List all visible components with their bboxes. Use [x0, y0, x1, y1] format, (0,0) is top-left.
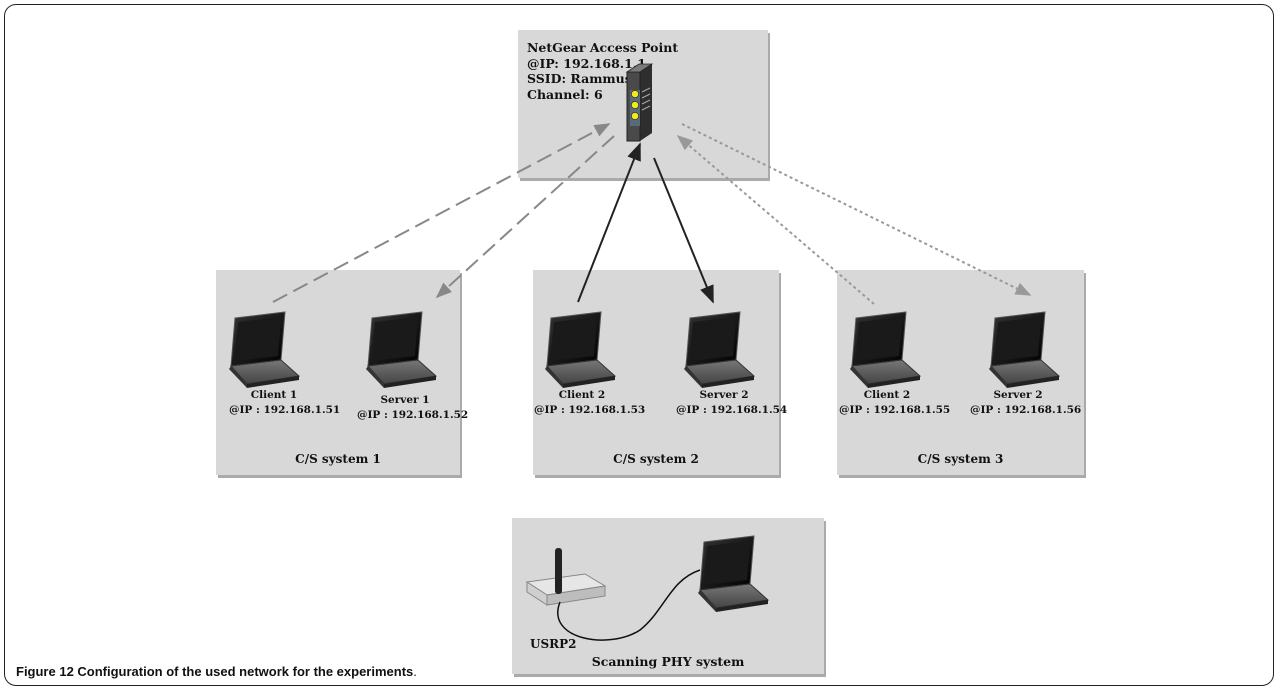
usrp2-device-icon — [525, 548, 607, 606]
client-2-ip: @IP : 192.168.1.53 — [534, 404, 646, 416]
figure-number: Figure 12 — [16, 664, 74, 679]
access-point-ip: @IP: 192.168.1.1 — [527, 55, 646, 71]
access-point-ssid: SSID: Rammus01 — [527, 71, 650, 86]
figure-caption-end: . — [413, 664, 417, 679]
server-3-laptop-icon — [988, 311, 1060, 389]
server-2-label: Server 2 @IP : 192.168.1.54 — [676, 388, 788, 418]
link-client-2 — [577, 142, 641, 303]
server-3-name: Server 2 — [993, 389, 1043, 401]
cs-system-3-label: C/S system 3 — [917, 452, 1004, 466]
figure-caption: Figure 12 Configuration of the used netw… — [16, 664, 417, 679]
server-1-label: Server 1 @IP : 192.168.1.52 — [357, 393, 469, 423]
server-2-name: Server 2 — [699, 389, 749, 401]
client-3-label: Client 2 @IP : 192.168.1.55 — [839, 388, 951, 418]
figure-caption-text: Configuration of the used network for th… — [73, 664, 414, 679]
server-1-laptop-icon — [365, 311, 437, 389]
client-1-ip: @IP : 192.168.1.51 — [229, 404, 341, 416]
server-2-ip: @IP : 192.168.1.54 — [676, 404, 788, 416]
link-server-1 — [435, 135, 615, 299]
client-1-name: Client 1 — [250, 389, 298, 401]
cs-system-2-label: C/S system 2 — [613, 452, 699, 466]
access-point-channel: Channel: 6 — [527, 86, 603, 102]
client-3-ip: @IP : 192.168.1.55 — [839, 404, 951, 416]
server-2-laptop-icon — [683, 311, 755, 389]
server-1-ip: @IP : 192.168.1.52 — [357, 409, 469, 421]
cs-system-1-label: C/S system 1 — [295, 452, 381, 466]
client-2-name: Client 2 — [558, 389, 606, 401]
client-2-label: Client 2 @IP : 192.168.1.53 — [534, 388, 646, 418]
link-server-2 — [653, 157, 714, 304]
server-1-name: Server 1 — [380, 394, 430, 406]
client-1-laptop-icon — [228, 311, 300, 389]
scanner-laptop-icon — [697, 535, 769, 613]
client-3-name: Client 2 — [863, 389, 911, 401]
client-1-label: Client 1 @IP : 192.168.1.51 — [229, 388, 341, 418]
scanning-phy-label: Scanning PHY system — [591, 654, 745, 669]
router-icon — [625, 63, 654, 142]
client-3-laptop-icon — [849, 311, 921, 389]
usrp2-cable — [557, 569, 701, 641]
link-client-3 — [676, 134, 875, 305]
server-3-ip: @IP : 192.168.1.56 — [970, 404, 1082, 416]
link-client-1 — [272, 123, 611, 303]
access-point-name: NetGear Access Point — [527, 40, 679, 55]
usrp2-label: USRP2 — [530, 637, 577, 651]
access-point-info: NetGear Access Point @IP: 192.168.1.1 SS… — [527, 40, 678, 102]
client-2-laptop-icon — [544, 311, 616, 389]
link-server-3 — [681, 123, 1032, 296]
server-3-label: Server 2 @IP : 192.168.1.56 — [970, 388, 1082, 418]
